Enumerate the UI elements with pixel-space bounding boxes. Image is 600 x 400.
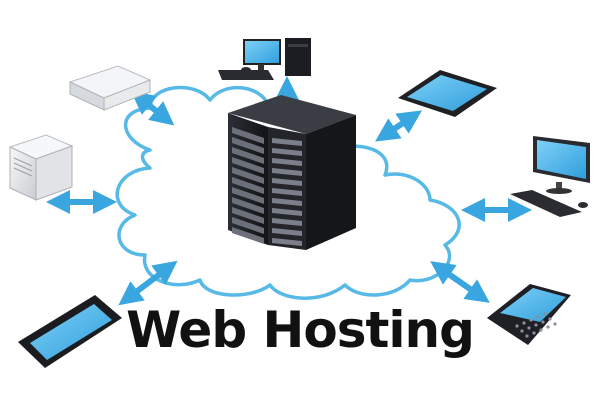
drive-bay (232, 217, 264, 234)
keyboard-key (532, 331, 536, 335)
arrow-network-box (130, 90, 175, 126)
connection-arrows (46, 76, 532, 306)
drive-bay (272, 168, 302, 176)
keyboard-key (522, 321, 526, 325)
drive-bay (232, 177, 264, 194)
drive-bay (272, 148, 302, 156)
drive-bay (272, 178, 302, 186)
server-rack-icon (228, 95, 356, 250)
smartphone-icon (18, 295, 122, 368)
drive-bay (272, 218, 302, 226)
drive-bay (272, 138, 302, 146)
arrow-smartphone-left (118, 260, 178, 306)
phone-keyboard-icon (487, 284, 571, 345)
keyboard-key (543, 312, 547, 316)
server-tower-icon (8, 134, 74, 201)
keyboard-key (539, 328, 543, 332)
tablet-icon (398, 70, 497, 117)
drive-bay (272, 208, 302, 216)
arrow-tablet (375, 110, 422, 142)
network-box-icon (68, 65, 152, 111)
drive-bay (232, 197, 264, 214)
drive-bay (272, 198, 302, 206)
keyboard-key (553, 322, 557, 326)
drive-bay (232, 167, 264, 184)
keyboard-key (515, 324, 519, 328)
drive-bay (272, 188, 302, 196)
drive-bay (272, 228, 302, 236)
drive-bay (232, 137, 264, 154)
keyboard-key (541, 320, 545, 324)
keyboard-key (534, 323, 538, 327)
drive-bay (232, 207, 264, 224)
keyboard-key (525, 334, 529, 338)
keyboard-key (546, 325, 550, 329)
drive-bay (232, 147, 264, 164)
monitor-keyboard-icon (510, 136, 590, 217)
keyboard-key (520, 329, 524, 333)
desktop-computer-icon (218, 38, 311, 80)
drive-bay (272, 238, 302, 246)
drive-bay (232, 127, 264, 144)
arrow-smartphone-right (430, 261, 490, 303)
keyboard-key (536, 315, 540, 319)
drive-bay (232, 157, 264, 174)
keyboard-key (548, 317, 552, 321)
keyboard-key (529, 318, 533, 322)
drive-bay (232, 187, 264, 204)
drive-bay (272, 158, 302, 166)
page-title: Web Hosting (126, 301, 475, 359)
keyboard-key (527, 326, 531, 330)
drive-bay (232, 227, 264, 244)
